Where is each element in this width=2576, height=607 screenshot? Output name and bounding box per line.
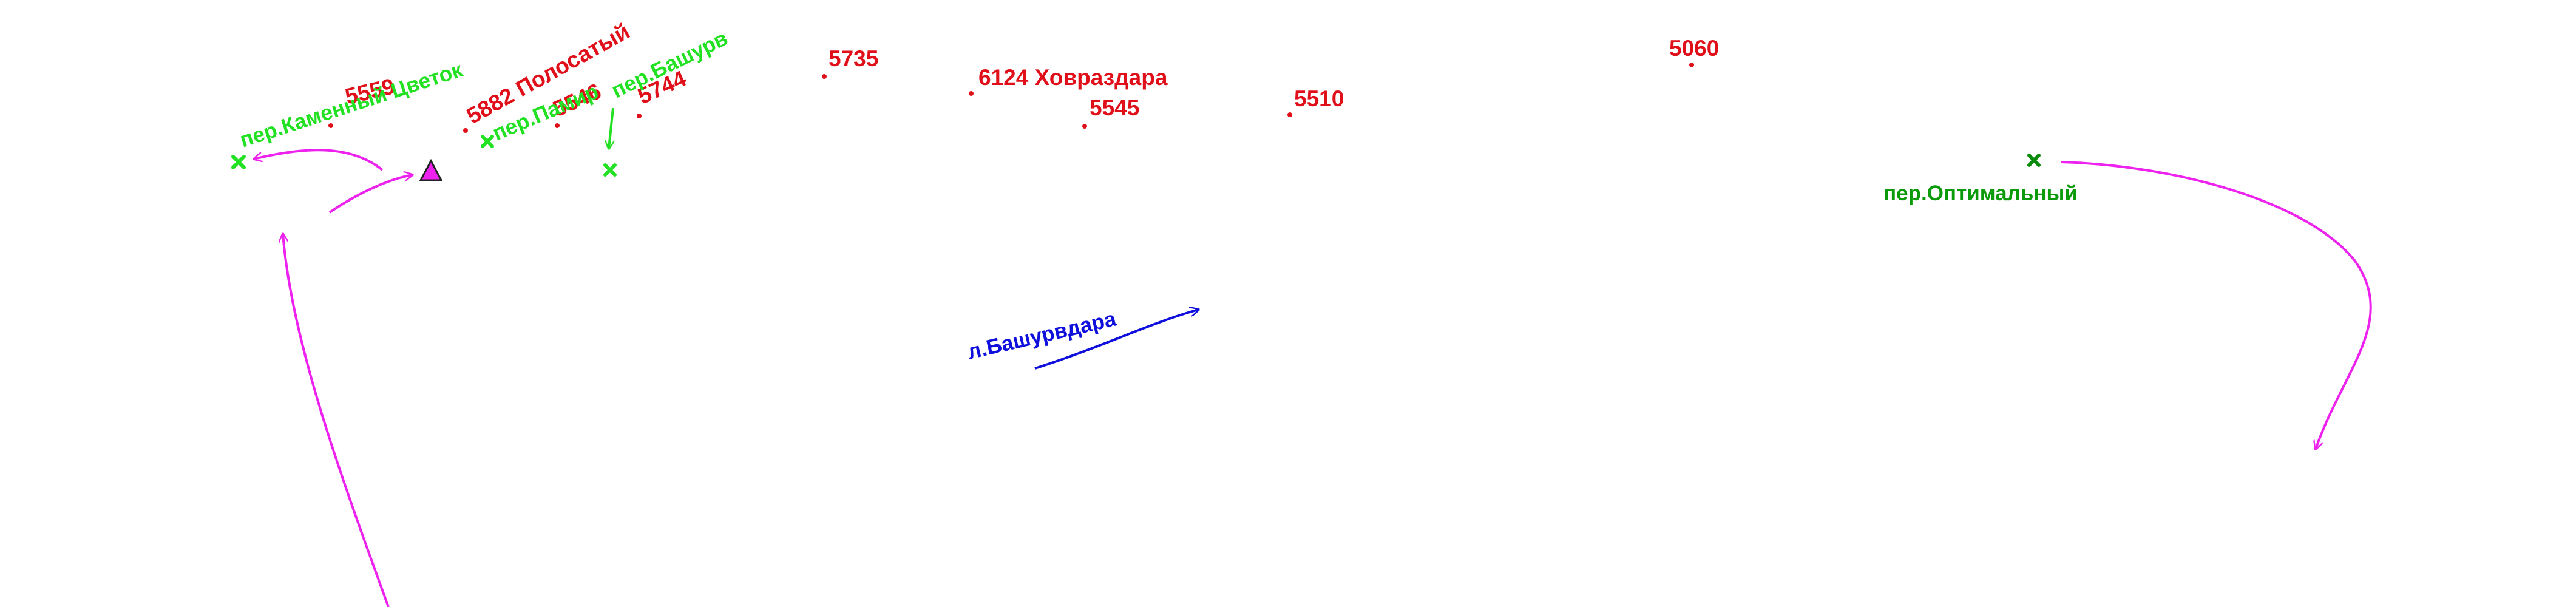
- camp-triangle-icon: [419, 158, 443, 181]
- elevation-label-5545: 5545: [1090, 95, 1139, 120]
- elevation-dot-icon: [328, 123, 333, 128]
- elevation-label-6124: 6124 Ховраздара: [978, 65, 1168, 90]
- pass-cross-icon: [2027, 154, 2041, 167]
- elevation-dot-icon: [822, 74, 827, 79]
- river-label-bashurvdara: л.Башурвдара: [965, 307, 1119, 364]
- elevation-dot-icon: [1689, 63, 1694, 67]
- elevation-dot-icon: [463, 128, 468, 133]
- pass-label-optimalny: пер.Оптимальный: [1883, 181, 2078, 205]
- pass-cross-icon: [231, 155, 246, 169]
- route-arrow-icon: [328, 175, 413, 214]
- elevation-dot-icon: [1082, 124, 1087, 129]
- pass-label-kamenny: пер.Каменный Цветок: [237, 58, 466, 152]
- elevation-dots: [328, 63, 1694, 133]
- elevation-label-5060: 5060: [1669, 36, 1719, 61]
- descent-arrow-icon: [609, 107, 613, 149]
- route-arrow-icon: [254, 149, 384, 171]
- elevation-dot-icon: [637, 114, 642, 118]
- elevation-label-5735: 5735: [829, 46, 878, 71]
- route-arrow-icon: [2060, 161, 2372, 449]
- river-arrow-icon: [1034, 310, 1199, 370]
- elevation-dot-icon: [1287, 112, 1292, 117]
- route-arrow-icon: [283, 234, 390, 607]
- pass-cross-icon: [603, 163, 617, 177]
- pass-cross-icon: [481, 135, 494, 148]
- elevation-label-5510: 5510: [1294, 86, 1344, 111]
- elevation-dot-icon: [555, 123, 560, 128]
- elevation-dot-icon: [969, 91, 974, 96]
